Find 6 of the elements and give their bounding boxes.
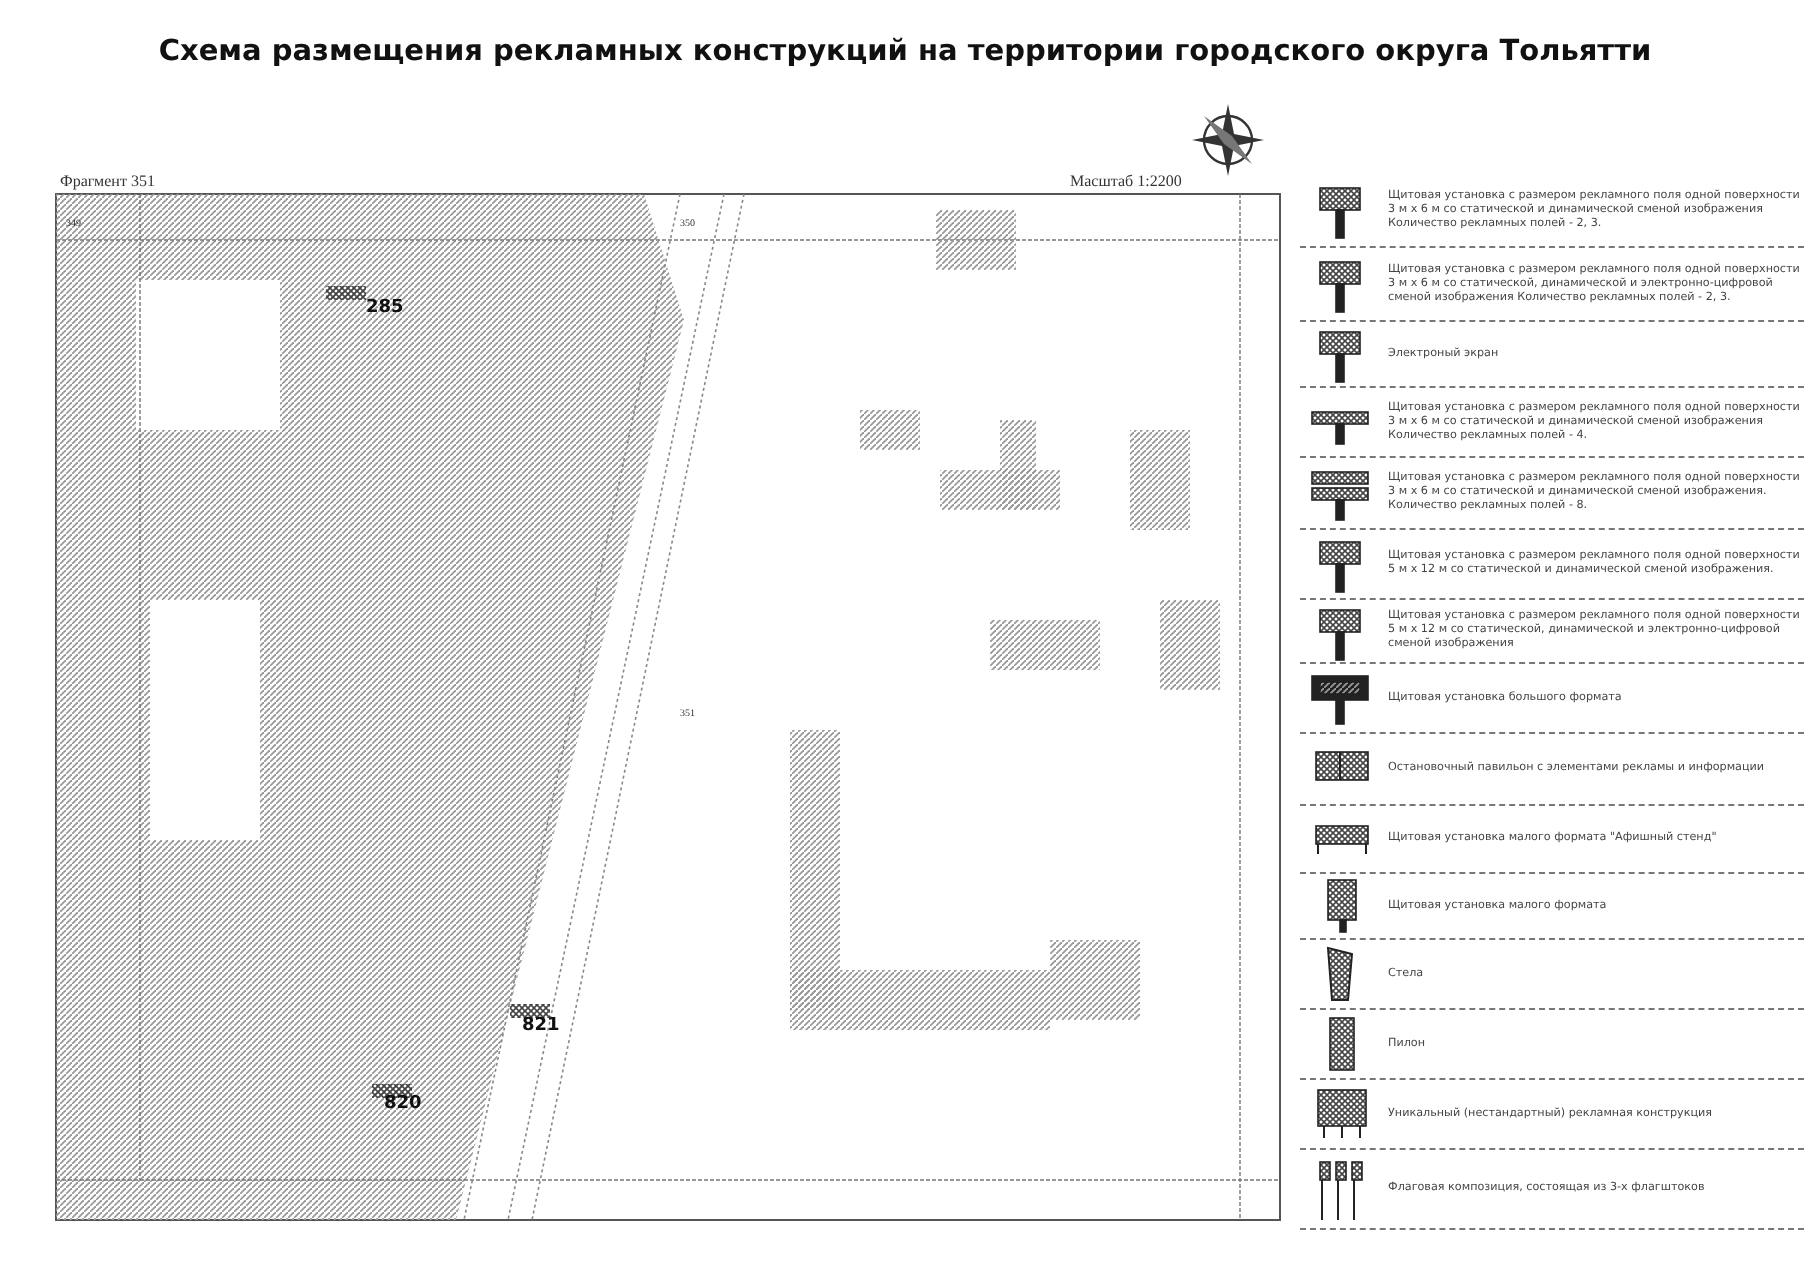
callout-number: 820	[384, 1094, 422, 1114]
callout-number: 821	[522, 1016, 560, 1036]
fragment-number: Фрагмент 351	[60, 172, 155, 190]
map-title: Схема размещения рекламных конструкций на территории городского округа Тольятти	[156, 36, 1654, 68]
callout-number: 285	[366, 298, 404, 318]
scale-note: Масштаб 1:2200	[1070, 172, 1182, 190]
